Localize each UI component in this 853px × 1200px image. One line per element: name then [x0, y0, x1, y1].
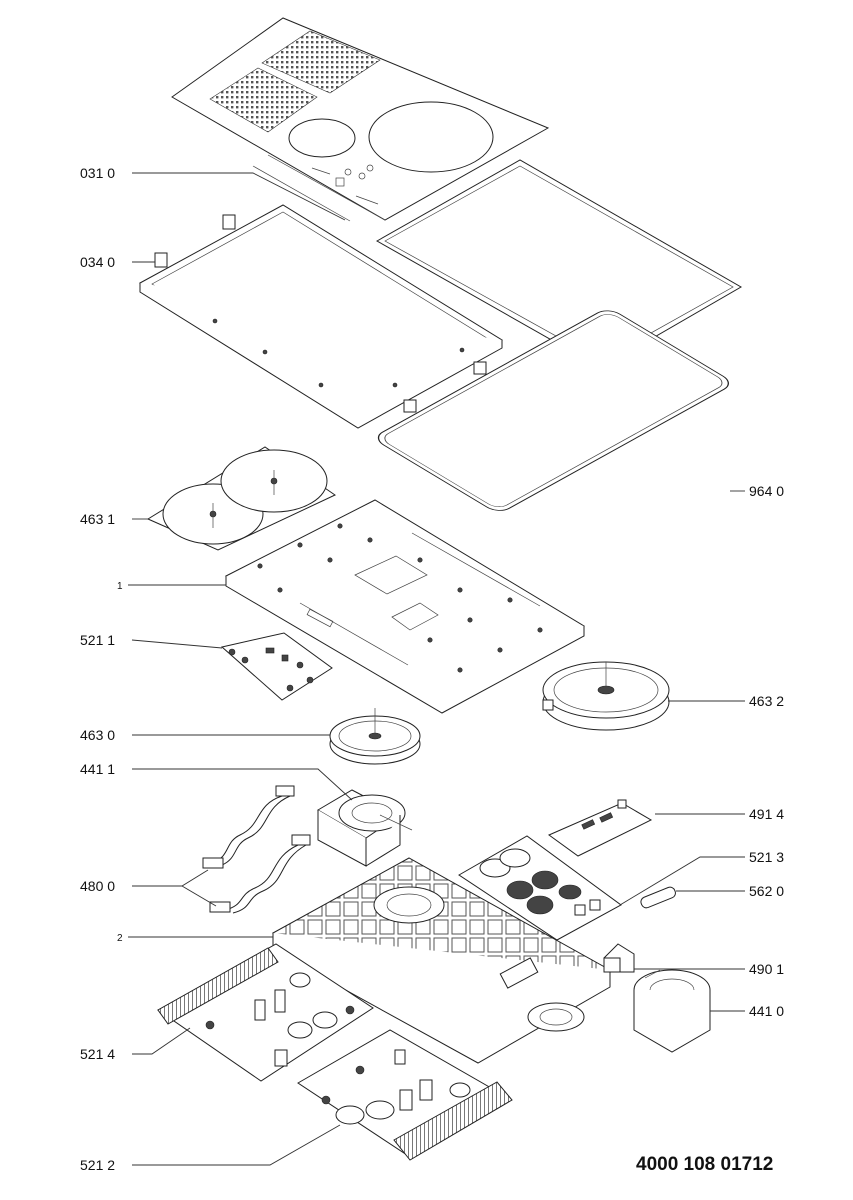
heatsink-board-521-2 [297, 1029, 513, 1161]
label-1: 1 [117, 581, 123, 592]
label-031-0: 031 0 [80, 165, 115, 181]
gasket-964-0 [377, 310, 729, 511]
document-number: 4000 108 01712 [636, 1154, 774, 1175]
part-labels: 031 0 034 0 964 0 463 1 1 521 1 463 2 46… [80, 165, 784, 1173]
glass-top-031-0 [171, 17, 550, 222]
label-521-2: 521 2 [80, 1157, 115, 1173]
label-521-1: 521 1 [80, 632, 115, 648]
label-441-0: 441 0 [749, 1003, 784, 1019]
small-coil-463-0 [329, 708, 421, 765]
label-2: 2 [117, 933, 123, 944]
label-463-1: 463 1 [80, 511, 115, 527]
label-521-4: 521 4 [80, 1046, 115, 1062]
large-coil-463-2 [542, 661, 670, 731]
control-board-521-1 [220, 632, 333, 701]
double-coil-463-1 [146, 446, 337, 551]
fan-441-0 [633, 969, 711, 1053]
bottom-housing-2 [271, 857, 612, 1064]
cables-480-0 [202, 785, 311, 914]
label-480-0: 480 0 [80, 878, 115, 894]
label-521-3: 521 3 [749, 849, 784, 865]
label-491-4: 491 4 [749, 806, 784, 822]
label-463-0: 463 0 [80, 727, 115, 743]
heatsink-board-521-4 [157, 943, 374, 1082]
glass-seal-frame [375, 159, 743, 369]
fuse-562-0 [640, 886, 676, 909]
frame-034-0 [139, 204, 503, 429]
label-034-0: 034 0 [80, 254, 115, 270]
board-491-4 [547, 799, 653, 857]
label-441-1: 441 1 [80, 761, 115, 777]
leader-lines [128, 172, 745, 1166]
holder-490-1 [603, 943, 635, 973]
power-board-521-3 [458, 835, 622, 941]
label-463-2: 463 2 [749, 693, 784, 709]
label-490-1: 490 1 [749, 961, 784, 977]
label-964-0: 964 0 [749, 483, 784, 499]
fan-441-1 [317, 789, 413, 867]
label-562-0: 562 0 [749, 883, 784, 899]
base-plate-1 [224, 499, 586, 714]
